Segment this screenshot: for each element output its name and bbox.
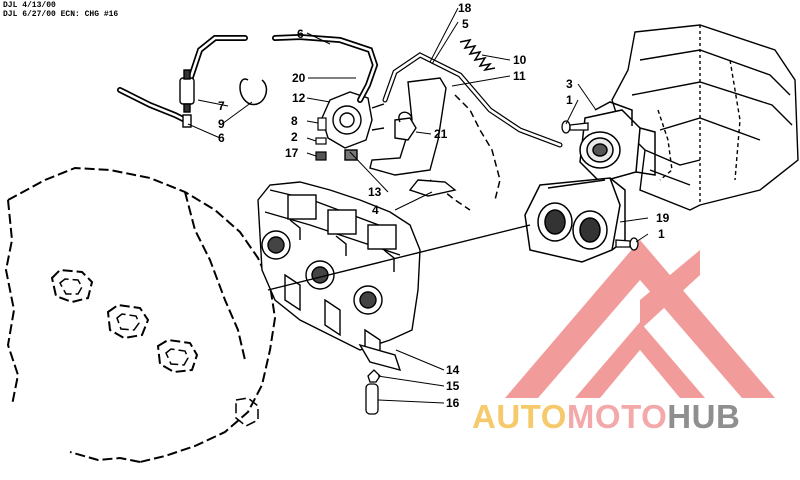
drain-tube (365, 369, 381, 415)
callout-13: 13 (368, 185, 382, 199)
screw-left (561, 120, 589, 134)
leader-lines (187, 7, 649, 404)
callout-19: 19 (656, 211, 670, 225)
callout-6-left: 6 (218, 131, 225, 145)
callout-20: 20 (292, 71, 306, 85)
carburetor-bank (257, 181, 421, 372)
callout-9: 9 (218, 117, 225, 131)
callout-1-right: 1 (658, 227, 665, 241)
callout-15: 15 (446, 379, 460, 393)
fuel-lines-inner (118, 35, 562, 147)
watermark-hub: HUB (667, 398, 741, 435)
revision-line-2: DJL 6/27/00 ECN: CHG #16 (3, 10, 119, 19)
intake-adapter-upper (579, 101, 656, 183)
callout-1-top: 1 (566, 93, 573, 107)
callout-7: 7 (218, 99, 225, 113)
callout-6-top: 6 (297, 27, 304, 41)
screw-right (615, 237, 639, 251)
callout-3: 3 (566, 77, 573, 91)
watermark-moto: MOTO (566, 398, 668, 435)
intake-adapter-lower (524, 177, 626, 263)
boot-outline (429, 94, 501, 211)
callout-4: 4 (372, 203, 379, 217)
revision-line-1: DJL 4/13/00 (3, 1, 56, 10)
callout-12: 12 (292, 91, 306, 105)
fuel-pump (321, 91, 385, 161)
fuel-filter (179, 69, 195, 128)
callout-11: 11 (513, 69, 526, 83)
engine-block-outline (4, 166, 277, 463)
callout-2: 2 (291, 130, 298, 144)
callout-10: 10 (513, 53, 527, 67)
callout-14: 14 (446, 363, 460, 377)
spring (459, 38, 496, 72)
callout-8: 8 (291, 114, 298, 128)
callout-21: 21 (434, 127, 448, 141)
watermark-text: AUTOMOTOHUB (472, 398, 740, 436)
watermark-logo (505, 240, 775, 398)
callout-17: 17 (285, 146, 299, 160)
mounting-bracket (369, 77, 457, 197)
hose-clamp (239, 78, 268, 106)
airbox-assembly (611, 24, 799, 211)
callout-18: 18 (458, 1, 472, 15)
fastener-stack (315, 117, 327, 161)
watermark-auto: AUTO (472, 398, 567, 435)
callout-labels: 18 5 10 11 6 20 12 7 9 6 8 2 17 21 13 4 … (218, 1, 670, 410)
callout-5: 5 (462, 17, 469, 31)
callout-16: 16 (446, 396, 460, 410)
